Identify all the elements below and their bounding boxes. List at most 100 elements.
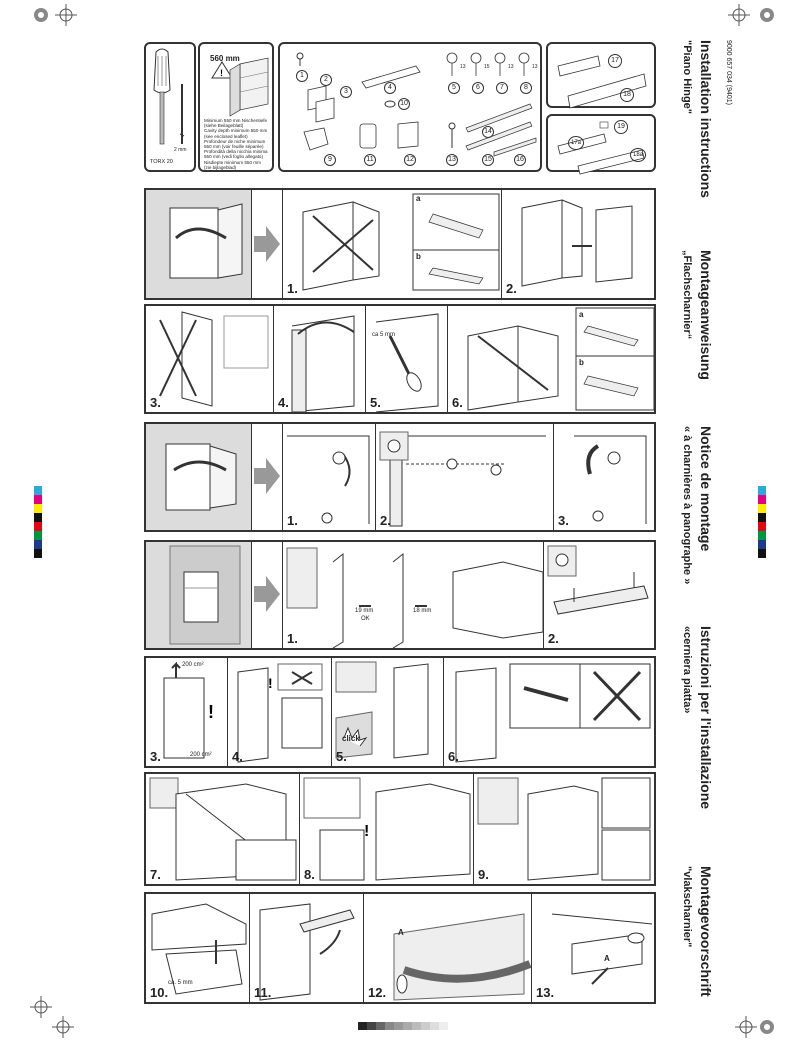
svg-text:!: ! — [208, 702, 214, 722]
part-number: 9 — [324, 154, 336, 166]
part-number: 2 — [320, 74, 332, 86]
title-de: Montageanweisung — [696, 250, 714, 380]
section-1-step-2: 2. — [502, 190, 654, 298]
step-number: 8. — [304, 867, 315, 882]
section-3-step-3: 3. — [554, 424, 654, 530]
depth-panel: 560 mm ! Minimum 550 mm Nischentiefe (si… — [198, 42, 274, 172]
part-number: 6 — [472, 82, 484, 94]
vent-label: 200 cm² — [182, 662, 204, 668]
section-5: ! 200 cm² 200 cm² 3. ! 4. click 5. — [144, 656, 656, 768]
inset-label-a: a — [579, 310, 584, 319]
screw-length: 13 — [460, 64, 466, 70]
section-4-arrow — [254, 576, 280, 612]
depth-note-line: (zie bijlageblad) — [204, 164, 237, 170]
screw-length: 13 — [532, 64, 538, 70]
marker-a: A — [398, 928, 404, 937]
depth-note-line: Minimum 550 mm Nischentiefe — [204, 118, 268, 123]
step-number: 4. — [278, 395, 289, 410]
title-fr: Notice de montage — [696, 426, 714, 551]
section-3-step-1: 1. — [282, 424, 376, 530]
measure-label: ca. 5 mm — [168, 980, 193, 986]
section-6: 7. ! 8. 9. — [144, 772, 656, 886]
title-fr-sub: « à charnières à panographe » — [681, 426, 693, 585]
document-code: 9000 657 034 (9401) — [725, 40, 732, 105]
section-2: 3. 4. ca 5 mm 5. a b 6. — [144, 304, 656, 414]
title-nl-main: Montagevoorschrift — [698, 866, 714, 997]
depth-note-line: (siehe Beilageblatt) — [204, 123, 244, 129]
registration-mark-bottom-left — [30, 996, 52, 1018]
step-number: 6. — [448, 749, 459, 764]
part-number: 18 — [620, 88, 634, 102]
part-number: 12 — [404, 154, 416, 166]
section-2-step-3: 3. — [146, 306, 274, 412]
step-number: 13. — [536, 985, 555, 1000]
section-6-step-7: 7. — [146, 774, 300, 884]
marker-a: A — [604, 954, 610, 963]
section-4: 19 mm OK 18 mm 1. 2. — [144, 540, 656, 650]
part-number: 7 — [496, 82, 508, 94]
title-en: Installation instructions — [696, 40, 714, 198]
section-1-step-1: a b 1. — [282, 190, 502, 298]
part-number: 19 — [614, 120, 628, 134]
step-number: 2. — [506, 281, 517, 296]
section-5-step-3: ! 200 cm² 200 cm² 3. — [146, 658, 228, 766]
section-4-step-2: 2. — [544, 542, 654, 648]
subtitle-en: "Piano Hinge" — [679, 40, 697, 114]
registration-mark-bottom-right-2 — [756, 1016, 778, 1038]
color-bar-left — [34, 486, 42, 558]
section-6-step-8: ! 8. — [300, 774, 474, 884]
section-4-overview — [146, 542, 252, 648]
vent-label: 200 cm² — [190, 752, 212, 758]
title-en-main: Installation instructions — [698, 40, 714, 198]
part-number: 10 — [398, 98, 410, 110]
step-number: 1. — [287, 631, 298, 646]
registration-mark-bottom-right — [735, 1016, 757, 1038]
part-number: 11 — [364, 154, 376, 166]
part-number: 18a — [630, 148, 646, 162]
part-number: 16 — [514, 154, 526, 166]
part-number: 15 — [482, 154, 494, 166]
registration-mark-top-left — [30, 4, 52, 26]
step-number: 3. — [558, 513, 569, 528]
title-it-sub: «cerniera piatta» — [681, 626, 693, 714]
part-number: 4 — [384, 82, 396, 94]
step-number: 5. — [370, 395, 381, 410]
tool-size-label: 2 mm — [174, 147, 187, 153]
color-bar-right — [758, 486, 766, 558]
part-number: 17a — [568, 136, 584, 150]
subtitle-de: „Flachscharnier“ — [679, 250, 697, 339]
subtitle-it: «cerniera piatta» — [679, 626, 697, 713]
part-number: 5 — [448, 82, 460, 94]
grey-scale-bar — [358, 1022, 448, 1030]
section-2-step-5: ca 5 mm 5. — [366, 306, 448, 412]
section-5-step-4: ! 4. — [228, 658, 332, 766]
step-number: 7. — [150, 867, 161, 882]
section-4-step-1: 19 mm OK 18 mm 1. — [282, 542, 544, 648]
depth-note-line: 550 mm (voir feuille séparée) — [204, 144, 264, 150]
subtitle-fr: « à charnières à panographe » — [679, 426, 697, 584]
covers-panel-2: 17a 19 18a — [546, 114, 656, 175]
svg-text:!: ! — [268, 675, 273, 691]
section-1-overview — [146, 190, 252, 298]
section-3-arrow — [254, 458, 280, 494]
depth-notes: Minimum 550 mm Nischentiefe (siehe Beila… — [204, 118, 274, 170]
click-label: click — [342, 734, 360, 743]
registration-mark-top-right-2 — [756, 4, 778, 26]
section-1-arrow — [254, 226, 280, 262]
depth-note-line: Nisdiepte minimum 550 mm — [204, 159, 261, 165]
subtitle-nl: "vlakscharnier" — [679, 866, 697, 947]
registration-mark-top-left-2 — [55, 4, 77, 26]
svg-text:!: ! — [364, 823, 369, 840]
inset-label-b: b — [416, 252, 421, 261]
depth-note-line: Cavity depth minimum 550 mm — [204, 128, 268, 134]
title-de-main: Montageanweisung — [698, 250, 714, 380]
section-2-step-6: a b 6. — [448, 306, 654, 412]
title-de-sub: „Flachscharnier“ — [681, 250, 693, 340]
measure-label: 18 mm — [413, 608, 432, 614]
part-number: 13 — [446, 154, 458, 166]
parts-panel: 1 2 3 4 5 6 7 8 9 10 11 12 13 14 15 16 1… — [278, 42, 542, 172]
section-2-step-4: 4. — [274, 306, 366, 412]
covers-panel: 17 18 — [546, 42, 656, 109]
section-7-step-12: A 12. — [364, 894, 532, 1002]
section-7-step-13: A 13. — [532, 894, 654, 1002]
